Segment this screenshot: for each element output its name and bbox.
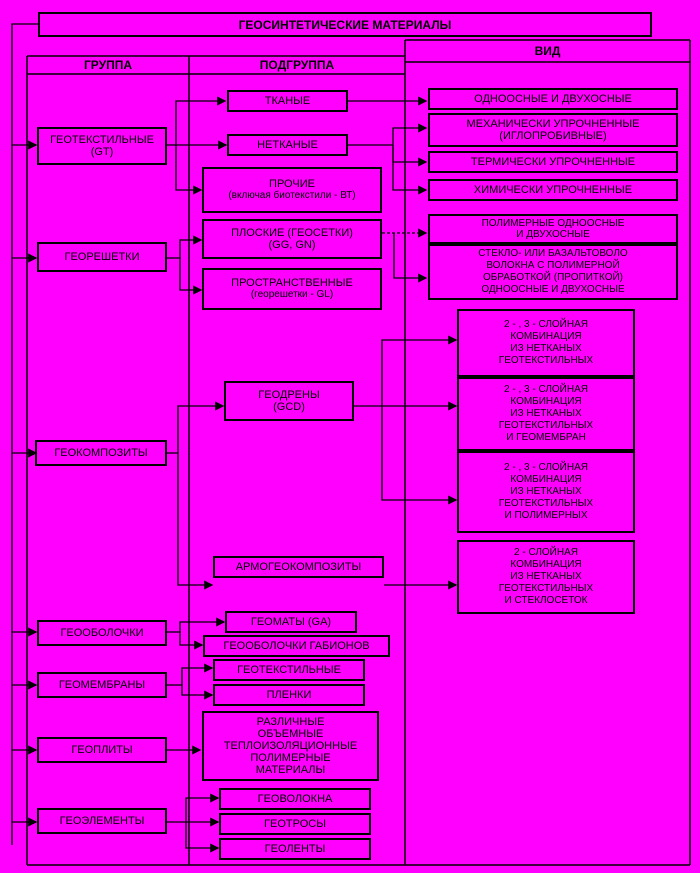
subgroup-other-line1: ПРОЧИЕ <box>269 178 315 190</box>
subgroup-drains-line1: ГЕОДРЕНЫ <box>258 389 320 401</box>
type-combo-line: ГЕОТЕКСТИЛЬНЫХ <box>498 420 594 431</box>
group-geotextile: ГЕОТЕКСТИЛЬНЫЕ (GT) <box>37 127 167 165</box>
column-subgroup-header: ПОДГРУППА <box>259 58 335 72</box>
group-geotextile-name: ГЕОТЕКСТИЛЬНЫЕ <box>50 134 154 146</box>
column-type-header: ВИД <box>534 44 561 58</box>
type-polymer: ПОЛИМЕРНЫЕ ОДНООСНЫЕ И ДВУХОСНЫЕ <box>428 214 678 244</box>
type-combo-glass-mesh: 2 - СЛОЙНАЯ КОМБИНАЦИЯ ИЗ НЕТКАНЫХ ГЕОТЕ… <box>457 540 635 614</box>
group-geogrids: ГЕОРЕШЕТКИ <box>37 242 167 272</box>
type-combo-line: ГЕОТЕКСТИЛЬНЫХ <box>498 498 594 509</box>
group-geoplates: ГЕОПЛИТЫ <box>37 737 167 763</box>
subgroup-spatial-line1: ПРОСТРАНСТВЕННЫЕ <box>231 277 353 289</box>
subgroup-drains: ГЕОДРЕНЫ (GCD) <box>224 381 354 421</box>
type-combo-line: КОМБИНАЦИЯ <box>510 331 582 342</box>
subgroup-tapes: ГЕОЛЕНТЫ <box>219 838 371 860</box>
subgroup-plates-line: ОБЪЕМНЫЕ <box>257 728 324 740</box>
subgroup-armo: АРМОГЕОКОМПОЗИТЫ <box>213 556 384 578</box>
type-combo-line: ГЕОТЕКСТИЛЬНЫХ <box>498 583 594 594</box>
group-geocomposites: ГЕОКОМПОЗИТЫ <box>35 440 167 466</box>
type-combo-line: ИЗ НЕТКАНЫХ <box>510 571 582 582</box>
subgroup-fibers: ГЕОВОЛОКНА <box>219 788 371 810</box>
type-combo-line: ИЗ НЕТКАНЫХ <box>510 486 582 497</box>
type-mechanical: МЕХАНИЧЕСКИ УПРОЧНЕННЫЕ (ИГЛОПРОБИВНЫЕ) <box>428 113 678 147</box>
type-combo-polymers: 2 - , 3 - СЛОЙНАЯ КОМБИНАЦИЯ ИЗ НЕТКАНЫХ… <box>457 451 635 533</box>
type-thermal: ТЕРМИЧЕСКИ УПРОЧНЕННЫЕ <box>428 151 678 173</box>
subgroup-other: ПРОЧИЕ (включая биотекстили - ВТ) <box>202 167 382 213</box>
type-combo-line: И ГЕОМЕМБРАН <box>506 432 586 443</box>
type-combo-line: И ПОЛИМЕРНЫХ <box>504 510 588 521</box>
type-polymer-line2: И ДВУХОСНЫЕ <box>516 229 590 240</box>
type-combo-line: ИЗ НЕТКАНЫХ <box>510 408 582 419</box>
type-combo-nonwoven: 2 - , 3 - СЛОЙНАЯ КОМБИНАЦИЯ ИЗ НЕТКАНЫХ… <box>457 309 635 377</box>
type-glass-line: ОДНООСНЫЕ И ДВУХОСНЫЕ <box>481 284 625 295</box>
subgroup-plates-line: МАТЕРИАЛЫ <box>255 764 326 776</box>
column-group-header: ГРУППА <box>83 58 133 72</box>
subgroup-gabions: ГЕООБОЛОЧКИ ГАБИОНОВ <box>203 635 390 657</box>
group-geoelements: ГЕОЭЛЕМЕНТЫ <box>37 808 167 834</box>
type-glass-line: ОБРАБОТКОЙ (ПРОПИТКОЙ) <box>482 272 624 283</box>
type-combo-membranes: 2 - , 3 - СЛОЙНАЯ КОМБИНАЦИЯ ИЗ НЕТКАНЫХ… <box>457 377 635 451</box>
type-chemical: ХИМИЧЕСКИ УПРОЧНЕННЫЕ <box>428 179 678 201</box>
group-geocells: ГЕООБОЛОЧКИ <box>37 620 167 646</box>
type-combo-line: КОМБИНАЦИЯ <box>510 396 582 407</box>
subgroup-nonwoven: НЕТКАНЫЕ <box>227 134 348 156</box>
subgroup-drains-line2: (GCD) <box>273 401 305 413</box>
subgroup-plates: РАЗЛИЧНЫЕ ОБЪЕМНЫЕ ТЕПЛОИЗОЛЯЦИОННЫЕ ПОЛ… <box>202 711 379 781</box>
type-combo-line: КОМБИНАЦИЯ <box>510 474 582 485</box>
subgroup-membrane-geotextile: ГЕОТЕКСТИЛЬНЫЕ <box>213 659 365 681</box>
type-glass-line: ВОЛОКНА С ПОЛИМЕРНОЙ <box>486 260 620 271</box>
subgroup-films: ПЛЕНКИ <box>213 684 365 706</box>
type-combo-line: 2 - , 3 - СЛОЙНАЯ <box>504 462 588 473</box>
diagram-title: ГЕОСИНТЕТИЧЕСКИЕ МАТЕРИАЛЫ <box>38 12 652 37</box>
subgroup-plates-line: ПОЛИМЕРНЫЕ <box>250 752 331 764</box>
type-glass-basalt: СТЕКЛО- ИЛИ БАЗАЛЬТОВОЛО ВОЛОКНА С ПОЛИМ… <box>428 244 678 300</box>
type-polymer-line1: ПОЛИМЕРНЫЕ ОДНООСНЫЕ <box>481 218 625 229</box>
type-combo-line: ГЕОТЕКСТИЛЬНЫХ <box>498 355 594 366</box>
type-combo-line: 2 - СЛОЙНАЯ <box>514 547 578 558</box>
subgroup-flat-line2: (GG, GN) <box>268 239 316 251</box>
type-mechanical-line2: (ИГЛОПРОБИВНЫЕ) <box>499 130 607 142</box>
type-combo-line: КОМБИНАЦИЯ <box>510 559 582 570</box>
type-uniaxial-biaxial: ОДНООСНЫЕ И ДВУХОСНЫЕ <box>428 88 678 110</box>
subgroup-flat-line1: ПЛОСКИЕ (ГЕОСЕТКИ) <box>231 227 353 239</box>
subgroup-ropes: ГЕОТРОСЫ <box>219 813 371 835</box>
subgroup-plates-line: ТЕПЛОИЗОЛЯЦИОННЫЕ <box>223 740 358 752</box>
group-geomembranes: ГЕОМЕМБРАНЫ <box>37 672 167 698</box>
type-combo-line: И СТЕКЛОСЕТОК <box>504 595 588 606</box>
group-geotextile-code: (GT) <box>90 146 114 158</box>
subgroup-other-line2: (включая биотекстили - ВТ) <box>228 190 356 201</box>
type-combo-line: 2 - , 3 - СЛОЙНАЯ <box>504 319 588 330</box>
subgroup-spatial-line2: (георешетки - GL) <box>250 289 334 300</box>
type-mechanical-line1: МЕХАНИЧЕСКИ УПРОЧНЕННЫЕ <box>466 118 640 130</box>
subgroup-plates-line: РАЗЛИЧНЫЕ <box>256 716 325 728</box>
subgroup-spatial: ПРОСТРАНСТВЕННЫЕ (георешетки - GL) <box>202 268 382 310</box>
type-combo-line: 2 - , 3 - СЛОЙНАЯ <box>504 384 588 395</box>
type-combo-line: ИЗ НЕТКАНЫХ <box>510 343 582 354</box>
type-glass-line: СТЕКЛО- ИЛИ БАЗАЛЬТОВОЛО <box>478 248 628 259</box>
subgroup-woven: ТКАНЫЕ <box>227 90 348 112</box>
subgroup-flat: ПЛОСКИЕ (ГЕОСЕТКИ) (GG, GN) <box>202 219 382 259</box>
subgroup-mats: ГЕОМАТЫ (GA) <box>225 611 357 633</box>
